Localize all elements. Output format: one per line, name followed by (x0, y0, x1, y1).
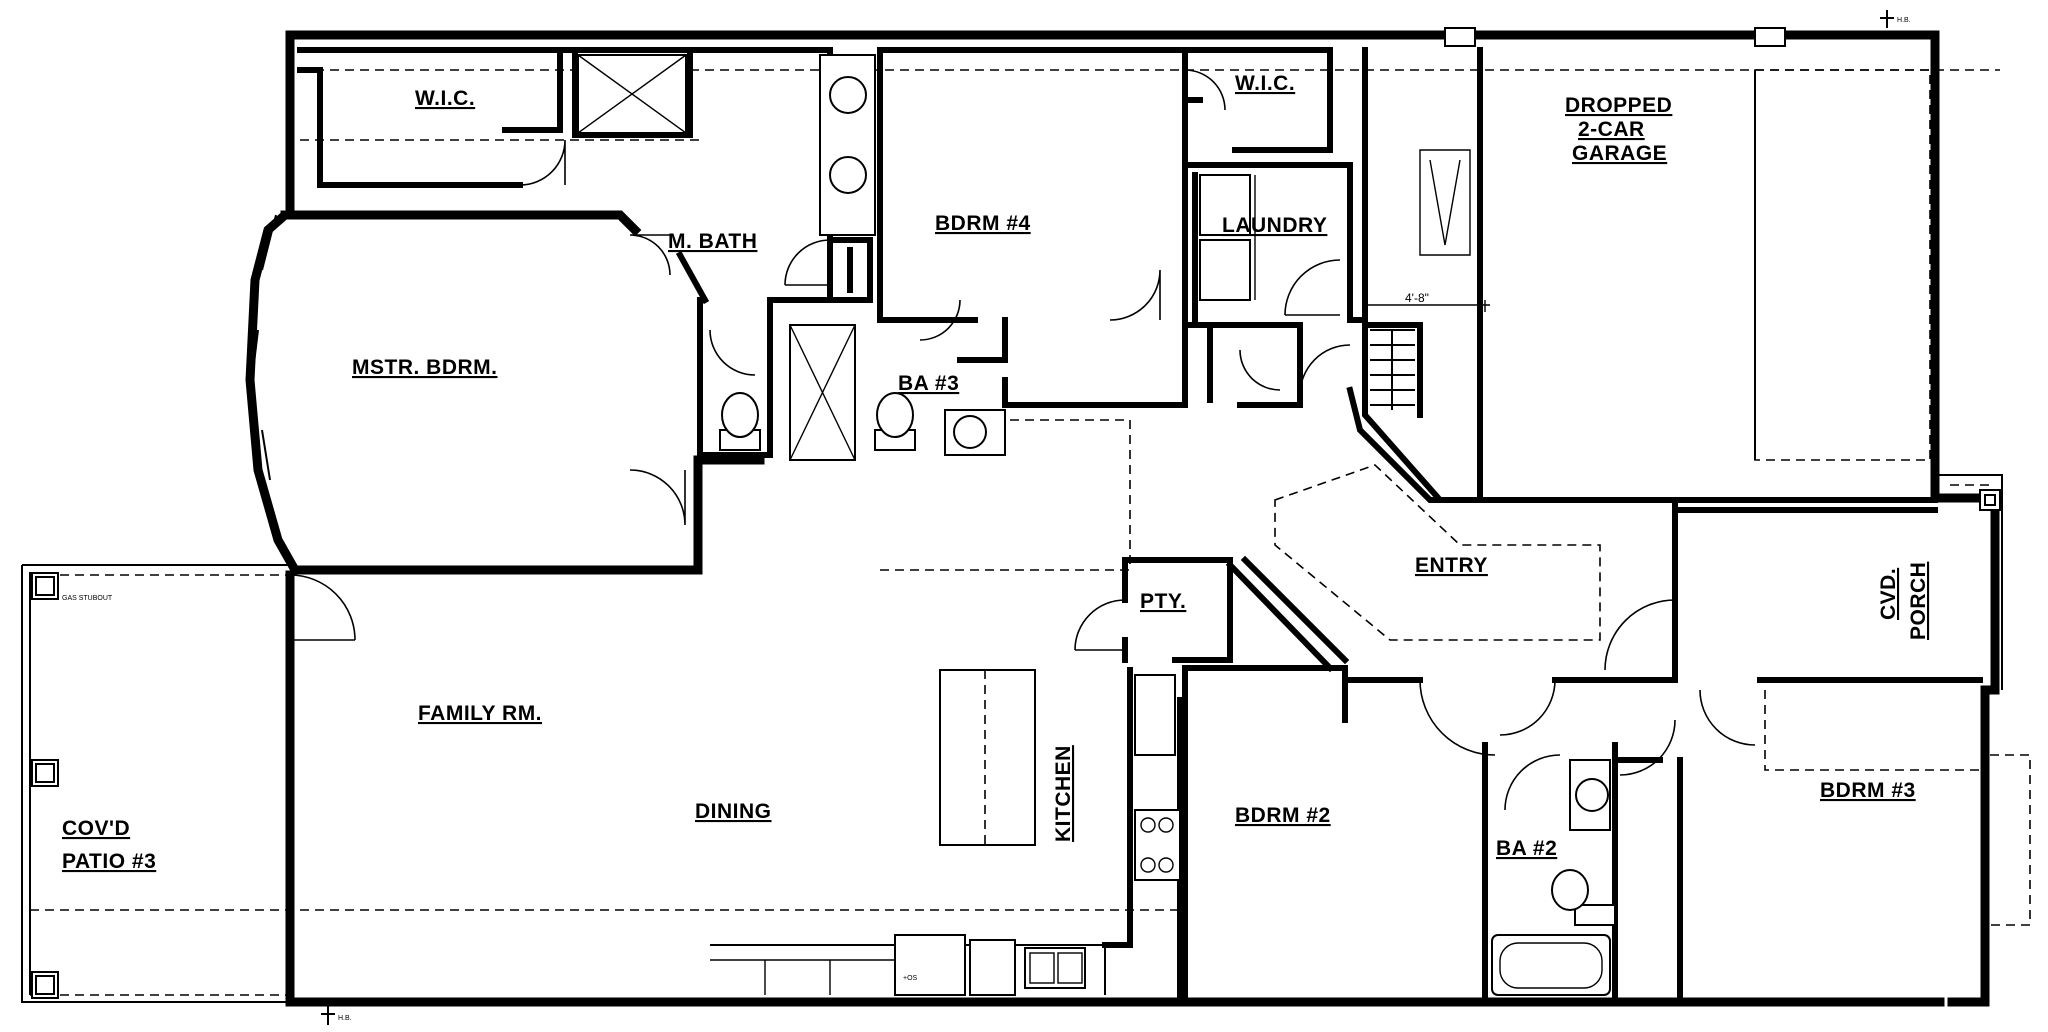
master-bath-label: M. BATH (668, 230, 757, 253)
bath-3-label: BA #3 (898, 372, 959, 395)
bedroom-3-label: BDRM #3 (1820, 779, 1916, 802)
garage-dimension-note: 4'-8" (1405, 291, 1429, 305)
garage-label-line3: GARAGE (1572, 142, 1667, 165)
porch-label-line2: PORCH (1907, 562, 1930, 640)
garage-label-line1: DROPPED (1565, 94, 1672, 117)
covered-porch (1935, 474, 2003, 690)
bedroom-4-label: BDRM #4 (935, 212, 1031, 235)
exterior-walls (245, 30, 2000, 1007)
hose-bibs: H.B. H.B. (321, 10, 1911, 1025)
master-bedroom-label: MSTR. BDRM. (352, 356, 498, 379)
door-swings (289, 69, 1756, 811)
kitchen-fixtures: +OS (710, 669, 1181, 996)
windows (21, 214, 277, 900)
garage-label-line2: 2-CAR (1578, 118, 1645, 141)
bath-2-label: BA #2 (1496, 837, 1557, 860)
garage: 4'-8" (1365, 27, 1786, 460)
kitchen-label: KITCHEN (1052, 745, 1075, 842)
hose-bib-top-note: H.B. (1897, 17, 1911, 24)
interior-walls (297, 47, 1983, 1003)
plumbing-fixtures (577, 54, 1616, 996)
patio-label-line1: COV'D (62, 817, 130, 840)
porch-label-line1: CVD. (1877, 568, 1900, 620)
range-hood-note: +OS (903, 975, 918, 982)
wic-bedroom4-label: W.I.C. (1235, 72, 1295, 95)
family-room-label: FAMILY RM. (418, 702, 542, 725)
room-labels: W.I.C. M. BATH BDRM #4 W.I.C. LAUNDRY DR… (62, 72, 1930, 873)
patio-label-line2: PATIO #3 (62, 850, 156, 873)
entry-label: ENTRY (1415, 554, 1488, 577)
gas-stubout-note: GAS STUBOUT (62, 595, 113, 602)
garage-stairs (1370, 329, 1415, 410)
dashed-lines (30, 69, 2031, 996)
laundry-label: LAUNDRY (1222, 214, 1327, 237)
wic-master-label: W.I.C. (415, 87, 475, 110)
hose-bib-bottom-note: H.B. (338, 1015, 352, 1022)
covered-patio: GAS STUBOUT (21, 564, 290, 1003)
pantry-label: PTY. (1140, 590, 1186, 613)
dining-label: DINING (695, 800, 772, 823)
laundry-fixtures (1199, 174, 1256, 301)
bedroom-2-label: BDRM #2 (1235, 804, 1331, 827)
